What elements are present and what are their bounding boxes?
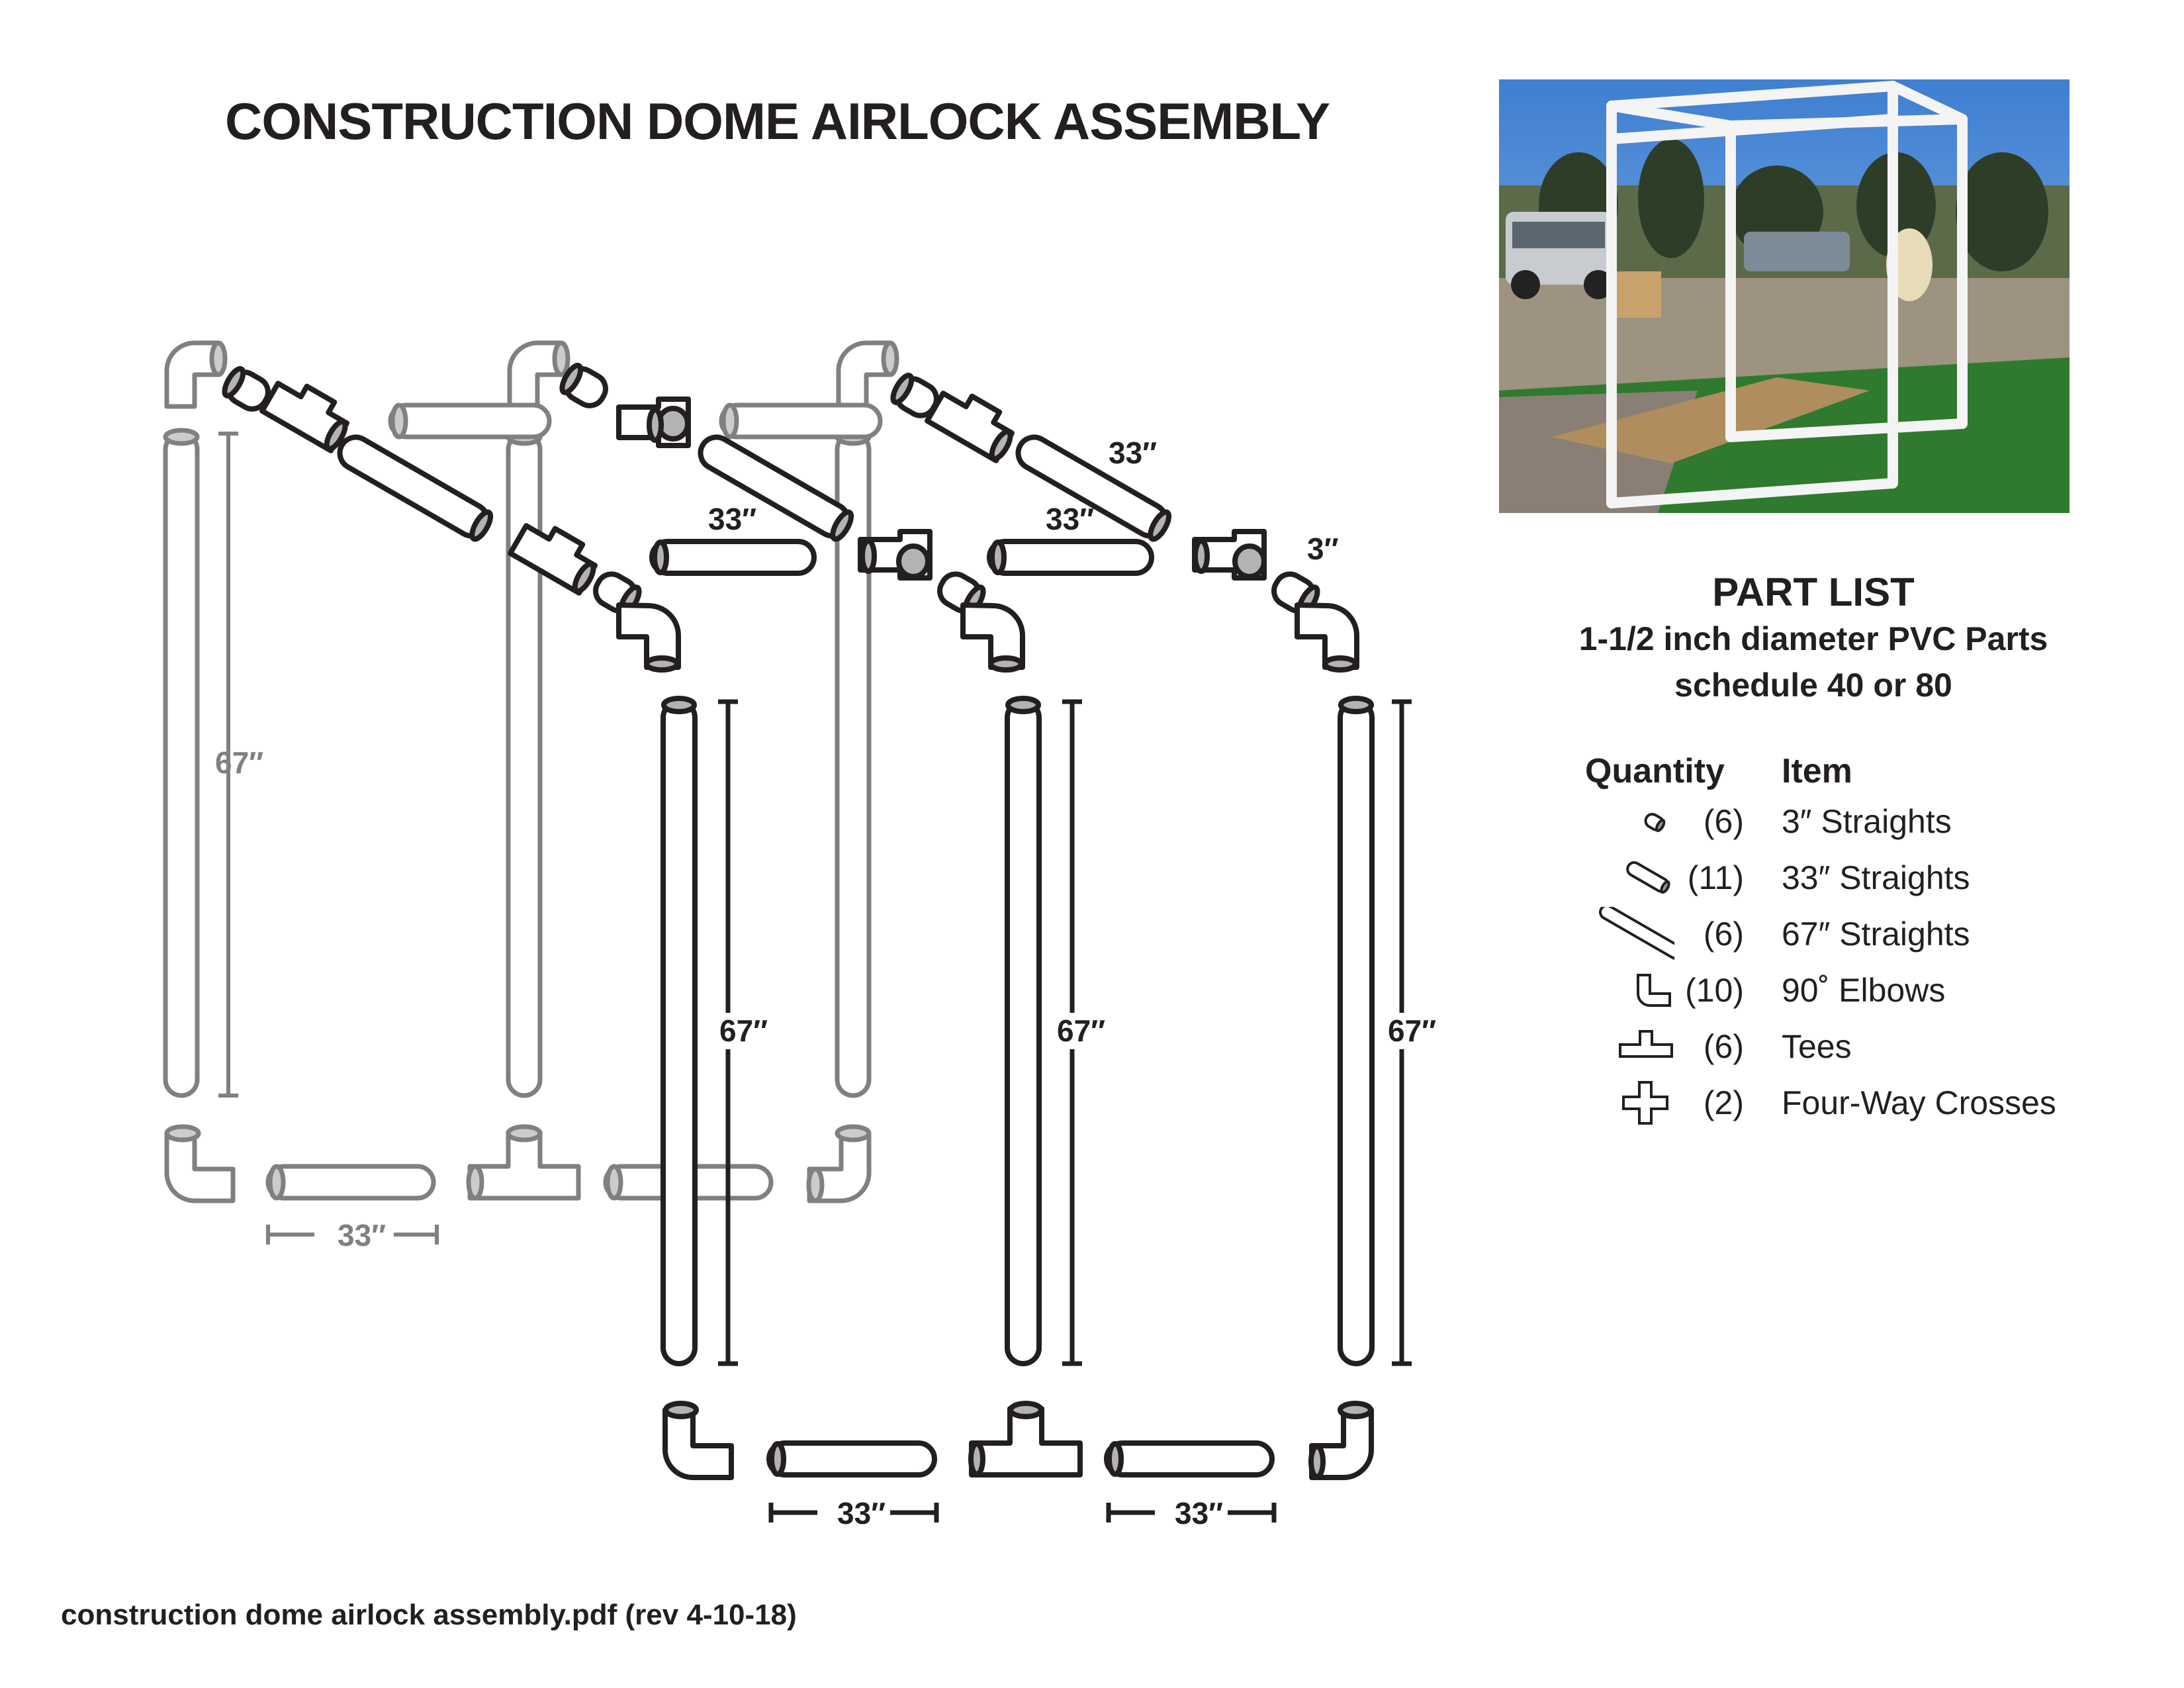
part-row: (11) 33″ Straights	[1575, 851, 2118, 904]
tee-icon	[1619, 1030, 1673, 1058]
part-qty: (6)	[1703, 803, 1744, 840]
part-list-header: PART LIST 1-1/2 inch diameter PVC Parts …	[1516, 569, 2111, 708]
back-elbow-top-right	[836, 340, 893, 409]
part-item: Tees	[1782, 1028, 1852, 1065]
part-item: 90˚ Elbows	[1782, 972, 1946, 1009]
back-bottom-pipe-1	[265, 1164, 436, 1201]
airlock-photo	[1499, 79, 2070, 513]
front-bottom-33-label-a: 33″	[837, 1496, 886, 1530]
front-bottom-pipe-2	[1104, 1440, 1275, 1477]
part-row: (2) Four-Way Crosses	[1575, 1076, 2118, 1129]
part-row: (6) 67″ Straights	[1575, 907, 2118, 960]
part-item: 33″ Straights	[1782, 859, 1970, 896]
part-qty: (6)	[1703, 1028, 1744, 1065]
part-qty: (11)	[1687, 859, 1744, 896]
back-height-label: 67″	[215, 745, 263, 780]
back-tee-bottom	[467, 1129, 581, 1201]
back-bottom-33-label: 33″	[338, 1218, 386, 1252]
long-pipe-icon	[1599, 907, 1674, 960]
back-post-left	[163, 428, 200, 1098]
front-height-1-label: 67″	[719, 1013, 768, 1048]
back-top-33-label: 33″	[708, 502, 756, 536]
mid-top-33-label: 33″	[1046, 502, 1094, 536]
back-top-pipe-2	[719, 402, 883, 440]
part-row: (6) Tees	[1575, 1019, 2118, 1072]
front-bottom-33-label-b: 33″	[1175, 1496, 1223, 1530]
front-post-right	[1338, 696, 1375, 1366]
part-list-title: PART LIST	[1712, 570, 1915, 614]
page-title: CONSTRUCTION DOME AIRLOCK ASSEMBLY	[225, 92, 1330, 150]
front-post-left	[660, 696, 698, 1366]
back-elbow-top-left	[164, 340, 221, 409]
back-top-pipe-1	[388, 402, 552, 440]
part-item: Four-Way Crosses	[1782, 1084, 2056, 1121]
front-top-3-label: 3″	[1307, 532, 1339, 566]
front-top-33-label: 33″	[1109, 436, 1157, 470]
part-list-subtitle-2: schedule 40 or 80	[1674, 667, 1952, 704]
medium-pipe-icon	[1626, 861, 1670, 894]
front-top-pipe-2	[987, 539, 1154, 576]
front-tee-bottom	[969, 1406, 1083, 1477]
back-frame	[163, 340, 899, 1244]
part-row: (10) 90˚ Elbows	[1575, 963, 2118, 1016]
back-elbow-bottom-left	[164, 1131, 236, 1203]
roof-connectors	[222, 363, 1359, 673]
part-item: 67″ Straights	[1782, 915, 1970, 953]
front-elbow-bottom-left	[662, 1407, 734, 1480]
part-list-subtitle-1: 1-1/2 inch diameter PVC Parts	[1578, 620, 2048, 657]
part-qty: (2)	[1703, 1084, 1744, 1121]
quantity-column-header: Quantity	[1585, 752, 1725, 790]
front-height-3-label: 67″	[1388, 1013, 1436, 1048]
short-pipe-icon	[1644, 813, 1666, 833]
front-bottom-pipe-1	[766, 1440, 937, 1477]
part-row: (6) 3″ Straights	[1575, 794, 2118, 847]
footer-filename: construction dome airlock assembly.pdf (…	[61, 1599, 797, 1631]
item-column-header: Item	[1782, 752, 1852, 790]
front-frame	[660, 696, 1412, 1523]
back-elbow-top-middle	[507, 340, 564, 409]
front-height-2-label: 67″	[1057, 1013, 1105, 1048]
front-post-middle	[1005, 696, 1042, 1366]
part-qty: (6)	[1703, 915, 1744, 953]
front-top-pipe-1	[649, 539, 817, 576]
elbow-icon	[1637, 974, 1671, 1007]
part-item: 3″ Straights	[1782, 803, 1952, 840]
part-qty: (10)	[1685, 972, 1744, 1009]
cross-icon	[1622, 1081, 1668, 1125]
